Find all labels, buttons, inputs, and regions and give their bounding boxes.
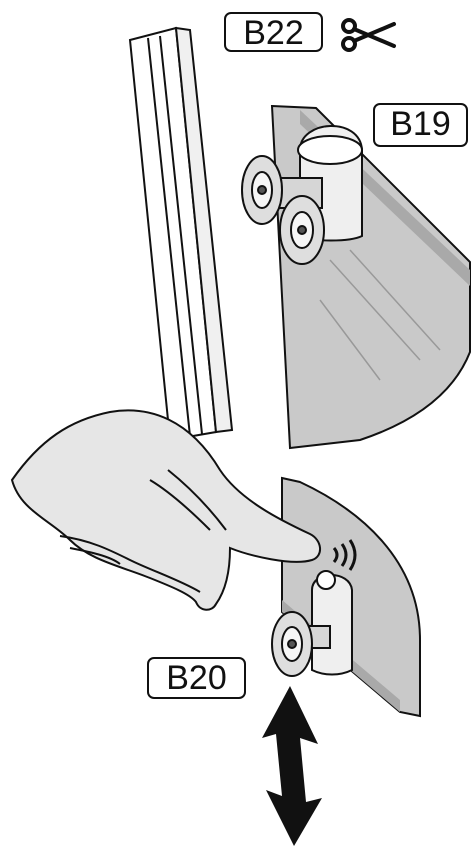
- profile-strip: [130, 28, 232, 440]
- label-b19: B19: [373, 103, 468, 147]
- pointing-hand: [12, 410, 320, 609]
- upper-wheel-left: [242, 156, 282, 224]
- lower-wheel: [272, 612, 312, 676]
- scissors-icon: [339, 18, 397, 52]
- upper-wheel-right: [280, 196, 324, 264]
- label-b20: B20: [147, 657, 246, 699]
- double-headed-arrow-icon: [262, 686, 322, 846]
- label-b22: B22: [224, 12, 323, 52]
